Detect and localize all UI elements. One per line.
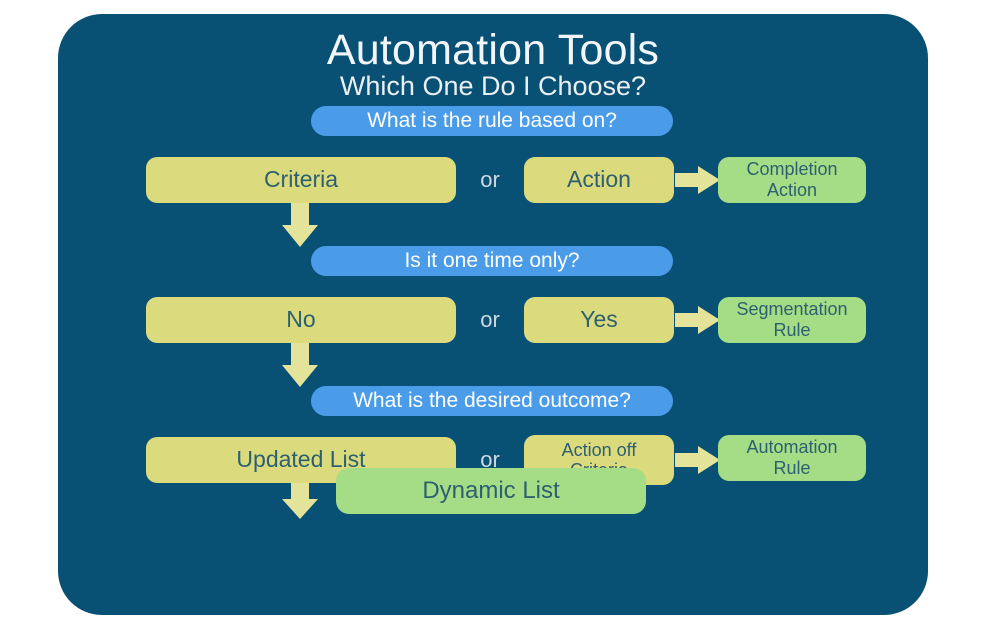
option-box-yes[interactable]: Yes: [524, 297, 674, 343]
result-line-2: Action: [766, 180, 817, 200]
page-title: Automation Tools: [326, 26, 660, 74]
arrow-down-2: [282, 343, 318, 387]
option-box-criteria[interactable]: Criteria: [146, 157, 456, 203]
result-line-2: Rule: [773, 320, 811, 340]
result-box-completion-action[interactable]: Completion Action: [718, 157, 866, 203]
or-separator-1: or: [480, 167, 500, 192]
arrow-right-1: [675, 166, 720, 194]
arrow-right-3: [675, 446, 720, 474]
result-box-segmentation-rule[interactable]: Segmentation Rule: [718, 297, 866, 343]
arrow-down-1: [282, 203, 318, 247]
question-pill-1[interactable]: What is the rule based on?: [311, 106, 673, 136]
page-subtitle: Which One Do I Choose?: [339, 71, 647, 101]
question-pill-3[interactable]: What is the desired outcome?: [311, 386, 673, 416]
result-line-1: Automation: [746, 437, 838, 458]
diagram-panel: Automation Tools Which One Do I Choose?: [58, 14, 928, 615]
result-box-automation-rule[interactable]: Automation Rule: [718, 435, 866, 481]
or-separator-2: or: [480, 307, 500, 332]
result-line-1: Segmentation: [736, 299, 848, 320]
or-separator-3: or: [480, 447, 500, 472]
arrow-right-2: [675, 306, 720, 334]
result-line-1: Completion: [746, 159, 838, 180]
option-line-1: Action off: [561, 439, 637, 460]
result-line-2: Rule: [773, 458, 811, 478]
question-pill-2[interactable]: Is it one time only?: [311, 246, 673, 276]
option-box-no[interactable]: No: [146, 297, 456, 343]
result-box-dynamic-list[interactable]: Dynamic List: [336, 468, 646, 514]
arrow-down-3: [282, 483, 318, 519]
option-box-action[interactable]: Action: [524, 157, 674, 203]
